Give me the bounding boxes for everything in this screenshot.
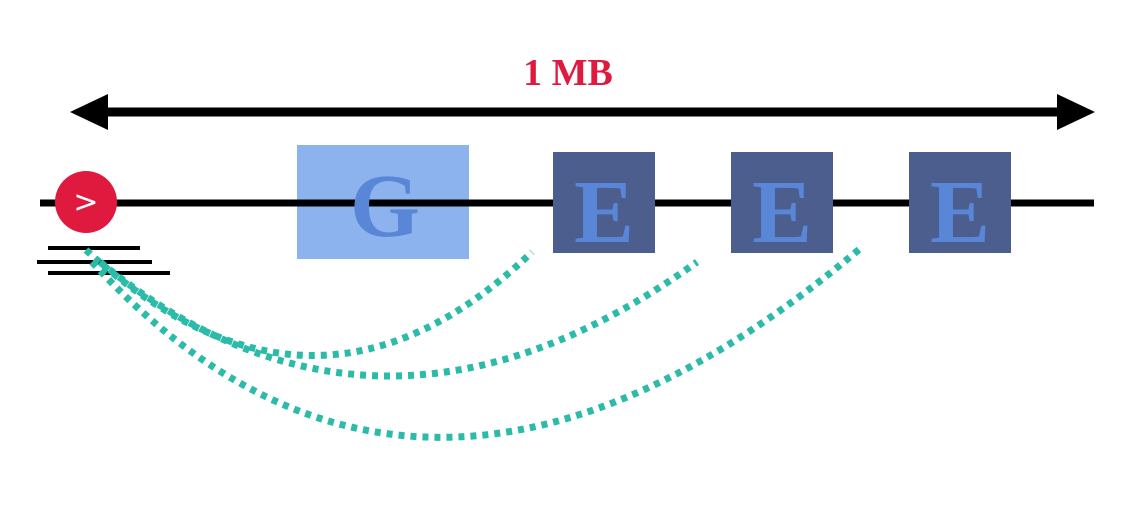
scale-arrow-left-head <box>70 94 108 130</box>
interaction-loop-2 <box>97 259 700 380</box>
gene-letter: G <box>350 157 420 256</box>
enhancer-rect <box>731 152 833 253</box>
enhancer-letter: E <box>574 163 634 262</box>
promoter-symbol: > <box>73 185 98 220</box>
interaction-loops <box>83 244 865 441</box>
scale-arrow <box>70 94 1095 130</box>
promoter-marker: > <box>55 171 117 233</box>
interaction-loop-3 <box>89 244 865 441</box>
scale-arrow-right-head <box>1057 94 1095 130</box>
promoter-circle <box>55 171 117 233</box>
enhancer-letter: E <box>930 163 990 262</box>
scale-label: 1 MB <box>523 52 613 94</box>
enhancer-box-3: E <box>909 152 1011 262</box>
enhancer-rect <box>909 152 1011 253</box>
interaction-loop-1 <box>83 247 535 359</box>
enhancer-rect <box>553 152 655 253</box>
enhancer-letter: E <box>752 163 812 262</box>
enhancer-box-1: E <box>553 152 655 262</box>
enhancer-box-2: E <box>731 152 833 262</box>
